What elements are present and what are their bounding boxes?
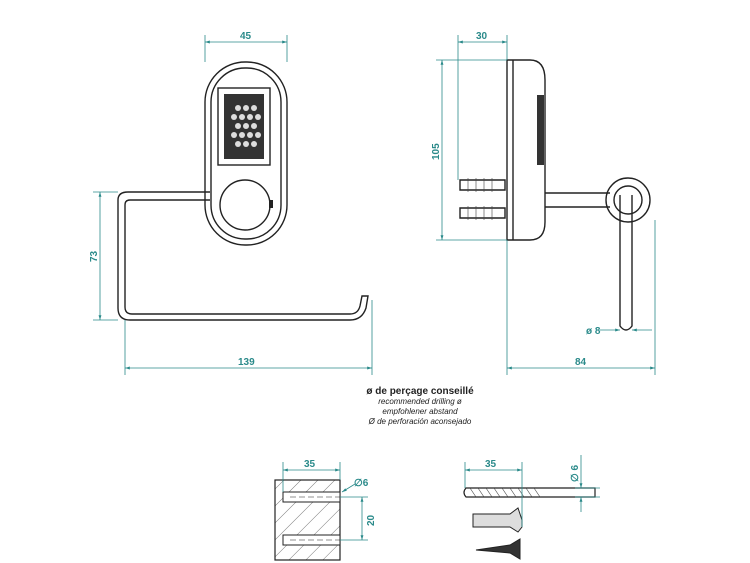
dim-rod-diameter: ø 8 xyxy=(586,326,601,337)
wall-section: 35 ∅6 20 xyxy=(274,459,377,561)
note-german: empfohlener abstand xyxy=(382,407,458,416)
front-view xyxy=(117,61,369,321)
grip-insert xyxy=(217,87,271,166)
knob xyxy=(219,179,271,231)
screw xyxy=(475,538,521,560)
dim-hole-diameter: ∅6 xyxy=(354,478,369,489)
note-english: recommended drilling ø xyxy=(378,397,462,406)
wall-plate-inner-edge xyxy=(210,67,282,240)
dim-side-depth: 30 xyxy=(476,31,488,42)
dim-hole-spacing: 20 xyxy=(366,514,377,526)
drill-bit xyxy=(463,487,596,498)
side-dimensions: 30 105 ø 8 84 xyxy=(431,31,656,375)
wall-plug xyxy=(472,507,523,533)
dim-front-height: 73 xyxy=(89,250,100,262)
arm-bend-outer xyxy=(605,177,651,223)
side-grip-insert xyxy=(537,95,544,165)
side-arm xyxy=(545,192,610,208)
wall-plate xyxy=(204,61,288,246)
drilling-note: ø de perçage conseillé recommended drill… xyxy=(330,386,510,427)
dim-front-length: 139 xyxy=(238,357,255,368)
dim-side-projection: 84 xyxy=(575,357,587,368)
hardware: 35 ∅ 6 xyxy=(463,455,600,560)
note-spanish: Ø de perforación aconsejado xyxy=(368,417,472,426)
paper-arm xyxy=(117,191,369,321)
arm-bend-inner xyxy=(613,185,643,215)
wall-anchors xyxy=(459,178,506,220)
dim-side-height: 105 xyxy=(431,143,442,160)
grip-dots xyxy=(231,105,261,147)
knob-set-screw xyxy=(269,200,273,208)
front-dimensions: 45 73 139 xyxy=(89,31,373,375)
side-rod xyxy=(619,195,633,331)
dim-drill-length: 35 xyxy=(485,459,497,470)
dim-front-width: 45 xyxy=(240,31,252,42)
side-view xyxy=(459,59,651,331)
note-title: ø de perçage conseillé xyxy=(366,386,474,397)
drill-bit-flutes xyxy=(469,487,541,498)
side-plate xyxy=(506,59,546,241)
dim-drill-depth: 35 xyxy=(304,459,316,470)
dim-drill-diameter: ∅ 6 xyxy=(570,465,581,482)
